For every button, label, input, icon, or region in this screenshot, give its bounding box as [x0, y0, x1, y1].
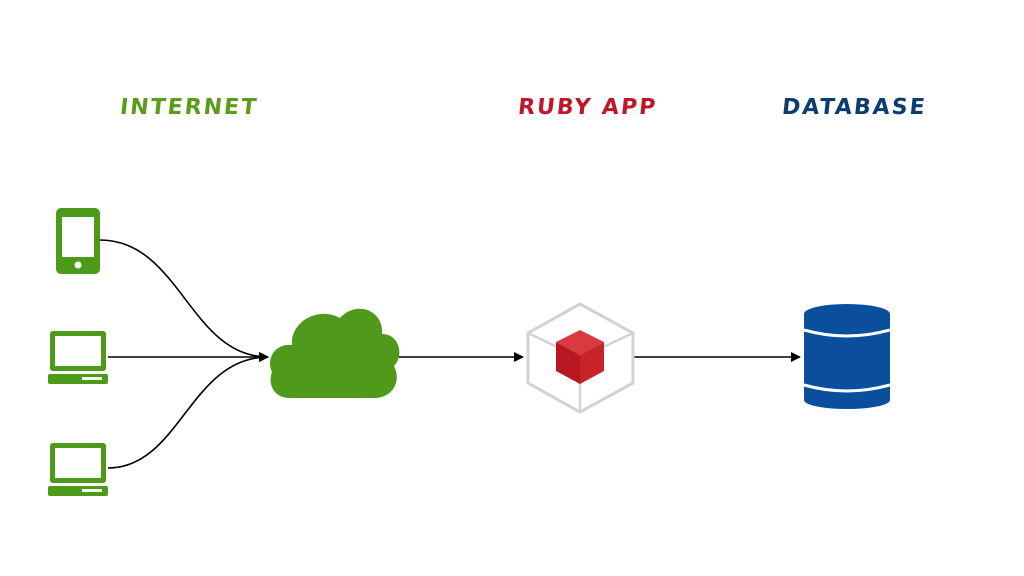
cube-icon: [526, 302, 635, 414]
laptop-icon: [48, 331, 108, 384]
cloud-icon: [270, 308, 400, 398]
connector-phone-to-cloud: [99, 239, 269, 362]
laptop-icon: [48, 443, 108, 496]
database-cylinder-icon: [803, 304, 891, 409]
mobile-phone-icon: [56, 208, 100, 274]
connectors: [99, 239, 801, 469]
connector-laptop2-to-cloud: [107, 352, 269, 469]
